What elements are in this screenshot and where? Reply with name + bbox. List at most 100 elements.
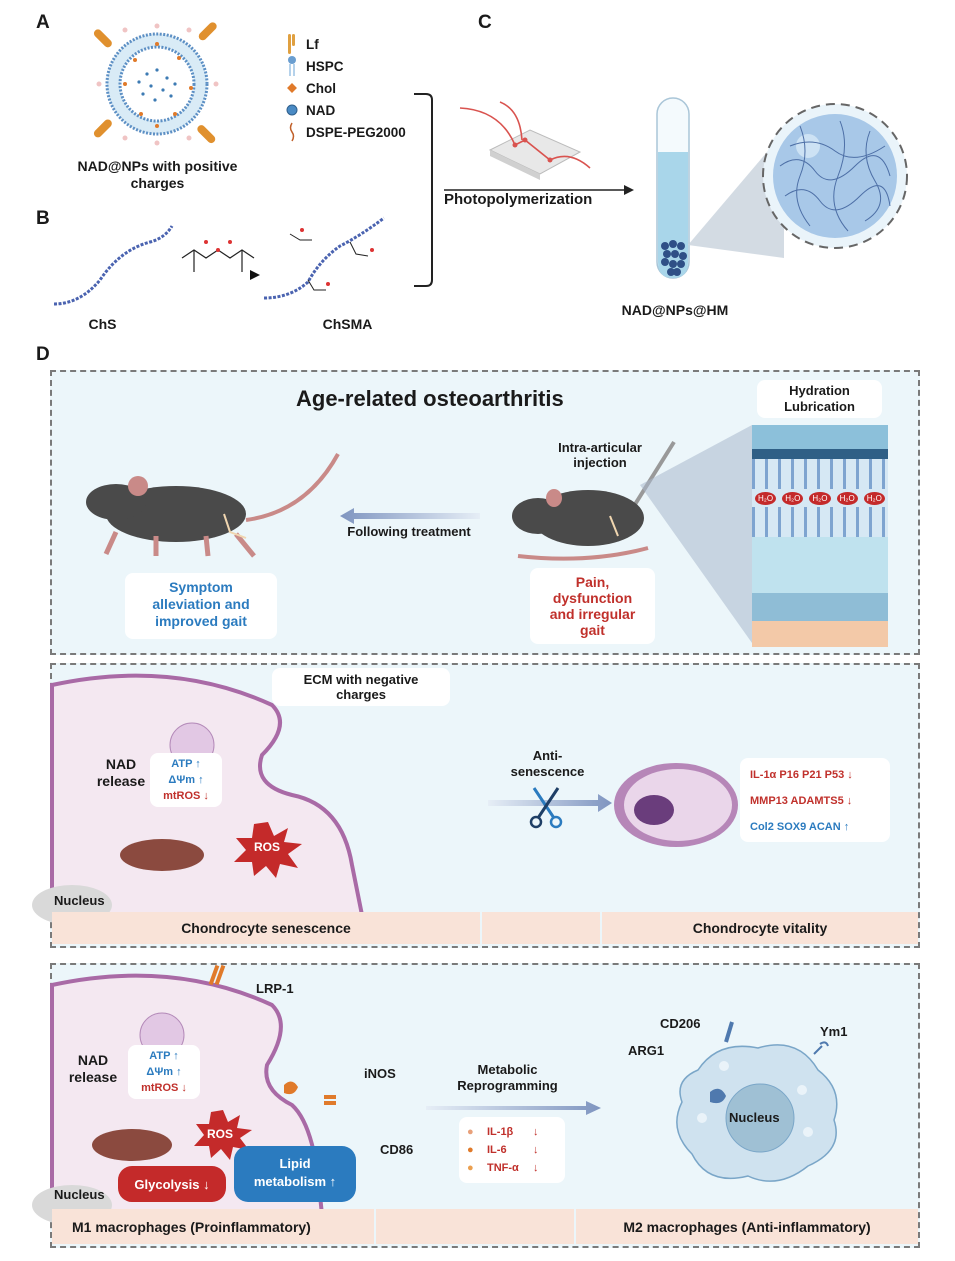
footer-m2-macrophages: M2 macrophages (Anti-inflammatory) [576, 1209, 918, 1244]
liposome-nanoparticle-illustration [93, 22, 219, 146]
cytokine-row: ● IL-1β ↓ [467, 1123, 565, 1141]
treatment-arrow [340, 508, 480, 524]
diamond-icon [284, 83, 300, 93]
marker-membrane-potential: ΔΨm ↑ [146, 1066, 182, 1078]
gene-line-senescence-markers: IL-1α P16 P21 P53 ↓ [750, 769, 853, 781]
cytokine-arrow: ↓ [533, 1144, 539, 1156]
water-molecule: H₂O [809, 491, 831, 505]
cd206-label: CD206 [660, 1016, 701, 1031]
nad-release-label-m1: NAD release [58, 1052, 128, 1086]
nanoparticle-caption-line1: NAD@NPs with positive [77, 158, 238, 174]
outcome-bad-line: dysfunction [552, 590, 633, 606]
cytokine-name: IL-1β [487, 1126, 514, 1138]
anti-senescence-label: Anti- senescence [500, 748, 595, 780]
metabolic-reprogramming-arrow [426, 1101, 601, 1115]
legend-label: DSPE-PEG2000 [306, 124, 406, 140]
footer-spacer [482, 912, 600, 944]
uv-chip-illustration [459, 101, 591, 180]
healthy-mouse-illustration [86, 453, 340, 558]
ros-burst-icon-m1 [194, 1110, 252, 1160]
lactoferrin-icon [284, 34, 300, 54]
footer-chondrocyte-vitality: Chondrocyte vitality [602, 912, 918, 944]
outcome-good-line: Symptom [169, 579, 233, 595]
cytokine-row: ● TNF-α ↓ [467, 1159, 565, 1177]
cytokine-icon: ● [467, 1144, 474, 1156]
chsma-polymer-chain [263, 216, 385, 300]
legend-item-nad: NAD [284, 99, 406, 121]
photopolymerization-label: Photopolymerization [444, 191, 593, 208]
nanoparticle-caption-line2: charges [130, 175, 185, 191]
combine-bracket [414, 93, 433, 287]
nad-release-label: NAD release [86, 756, 156, 790]
osteoarthritis-mouse-with-syringe [512, 440, 676, 561]
cytokine-name: TNF-α [487, 1162, 519, 1174]
methacrylic-anhydride-structure [181, 240, 255, 272]
marker-atp: ATP ↑ [171, 758, 201, 770]
water-molecule: H₂O [755, 491, 777, 505]
water-molecule-row: H₂O H₂O H₂O H₂O H₂O [752, 489, 888, 507]
panel-letter-c: C [478, 12, 492, 33]
water-molecule: H₂O [782, 491, 804, 505]
mito-markers-box: ATP ↑ ΔΨm ↑ mtROS ↓ [150, 753, 222, 807]
peg-chain-icon [284, 122, 300, 142]
cytokine-icon: ● [467, 1126, 474, 1138]
legend-label: Lf [306, 36, 319, 52]
nucleus-label-m1: Nucleus [54, 1187, 105, 1202]
m2-nucleus-label: Nucleus [729, 1110, 780, 1125]
nucleus-label: Nucleus [54, 893, 105, 908]
injection-label-line1: Intra-articular [558, 440, 642, 455]
cytokine-arrow: ↓ [533, 1126, 539, 1138]
cytokine-arrow: ↓ [533, 1162, 539, 1174]
gene-line-anabolic: Col2 SOX9 ACAN ↑ [750, 821, 850, 833]
nad-release-line2: release [96, 773, 146, 789]
lrp1-label: LRP-1 [256, 981, 294, 996]
test-tube-illustration [656, 97, 690, 279]
ros-label: ROS [254, 840, 281, 854]
cytokine-box: ● IL-1β ↓ ● IL-6 ↓ ● TNF-α ↓ [459, 1117, 565, 1183]
legend-item-chol: Chol [284, 77, 406, 99]
legend-label: NAD [306, 102, 336, 118]
marker-atp: ATP ↑ [149, 1050, 179, 1062]
injection-label-line2: injection [573, 455, 627, 470]
hydration-lubrication-label: Hydration Lubrication [757, 380, 882, 418]
panel-letter-b: B [36, 208, 50, 229]
outcome-bad-line: Pain, [575, 574, 610, 590]
chsma-label: ChSMA [322, 316, 373, 332]
cytokine-icon: ● [467, 1162, 474, 1174]
ecm-label: ECM with negative charges [272, 668, 450, 706]
injection-label: Intra-articular injection [545, 440, 655, 470]
legend-label: Chol [306, 80, 336, 96]
cd86-label: CD86 [380, 1142, 414, 1157]
chs-label: ChS [88, 316, 117, 332]
nad-release-line2: release [68, 1069, 118, 1085]
anti-senescence-line1: Anti- [532, 748, 563, 763]
cartilage-layers-illustration: H₂O H₂O H₂O H₂O H₂O [752, 425, 888, 647]
legend-label: HSPC [306, 58, 344, 74]
marker-mtros: mtROS ↓ [163, 790, 209, 802]
metabolic-reprogramming-label: Metabolic Reprogramming [440, 1062, 575, 1094]
reprogramming-line1: Metabolic [477, 1062, 538, 1077]
legend-item-dspe-peg: DSPE-PEG2000 [284, 121, 406, 143]
scissors-icon [529, 787, 563, 829]
hydrogel-product-label: NAD@NPs@HM [621, 302, 729, 318]
nad-dot-icon [284, 104, 300, 116]
ros-burst-icon [234, 822, 302, 878]
nad-release-line1: NAD [77, 1052, 109, 1068]
cytokine-name: IL-6 [487, 1144, 507, 1156]
legend-item-hspc: HSPC [284, 55, 406, 77]
lipid-metabolism-badge: Lipid metabolism ↑ [234, 1146, 356, 1202]
hydrogel-network-magnified [762, 103, 908, 249]
nanoparticle-caption: NAD@NPs with positive charges [50, 158, 265, 192]
lipid-line1: Lipid [279, 1156, 311, 1171]
water-molecule: H₂O [836, 491, 858, 505]
outcome-good-box: Symptom alleviation and improved gait [125, 573, 277, 639]
footer-spacer [376, 1209, 574, 1244]
outcome-bad-line: and irregular [549, 606, 636, 622]
footer-m1-macrophages: M1 macrophages (Proinflammatory) [52, 1209, 374, 1244]
component-legend: Lf HSPC Chol NAD DSPE-PEG2000 [284, 33, 406, 143]
outcome-bad-box: Pain, dysfunction and irregular gait [530, 568, 655, 644]
chs-polymer-chain [53, 225, 174, 306]
gene-expression-box: IL-1α P16 P21 P53 ↓ MMP13 ADAMTS5 ↓ Col2… [740, 758, 890, 842]
hydration-line2: Lubrication [784, 399, 855, 414]
legend-item-lf: Lf [284, 33, 406, 55]
